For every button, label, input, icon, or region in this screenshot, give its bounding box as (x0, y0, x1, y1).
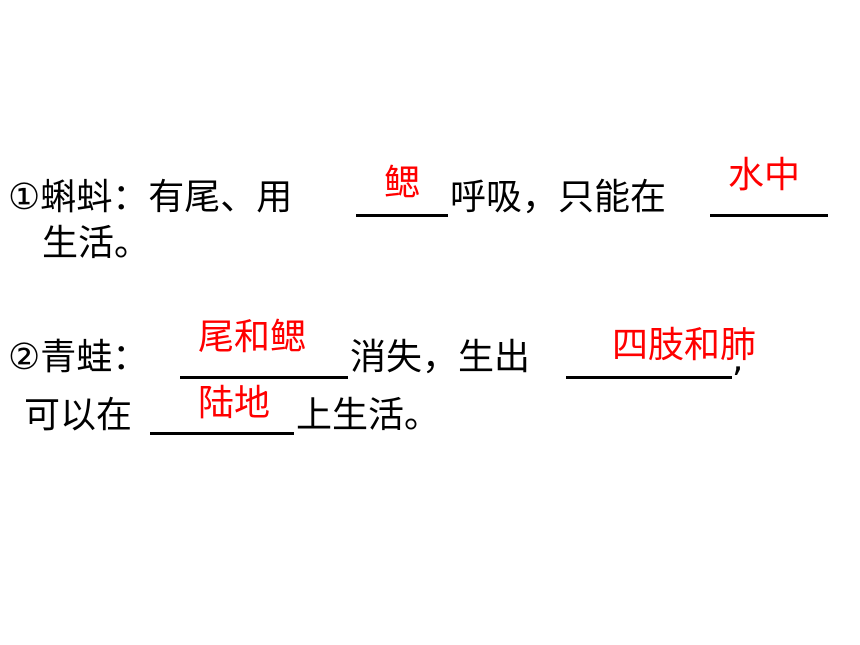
item2-blank-3 (150, 432, 294, 435)
item2-blank-1 (180, 376, 348, 379)
item2-text-b: 消失，生出 (350, 337, 531, 378)
item1-answer-2: 水中 (728, 155, 801, 196)
item1-blank-1 (356, 214, 448, 217)
item2-text-d: 可以在 (24, 395, 133, 436)
item1-text-c: 生活。 (42, 223, 151, 264)
item1-text-b: 呼吸，只能在 (450, 177, 667, 218)
item2-answer-1: 尾和鳃 (198, 317, 307, 358)
item2-answer-3: 陆地 (198, 383, 271, 424)
item2-text-e: 上生活。 (296, 395, 441, 436)
item2-blank-2 (566, 376, 732, 379)
item2-text-a: ②青蛙： (8, 337, 149, 378)
item1-blank-2 (710, 214, 828, 217)
item2-text-c: , (732, 339, 744, 380)
item1-answer-1: 鳃 (384, 163, 421, 204)
item1-text-a: ①蝌蚪：有尾、用 (8, 177, 293, 218)
item2-answer-2: 四肢和肺 (612, 325, 757, 366)
